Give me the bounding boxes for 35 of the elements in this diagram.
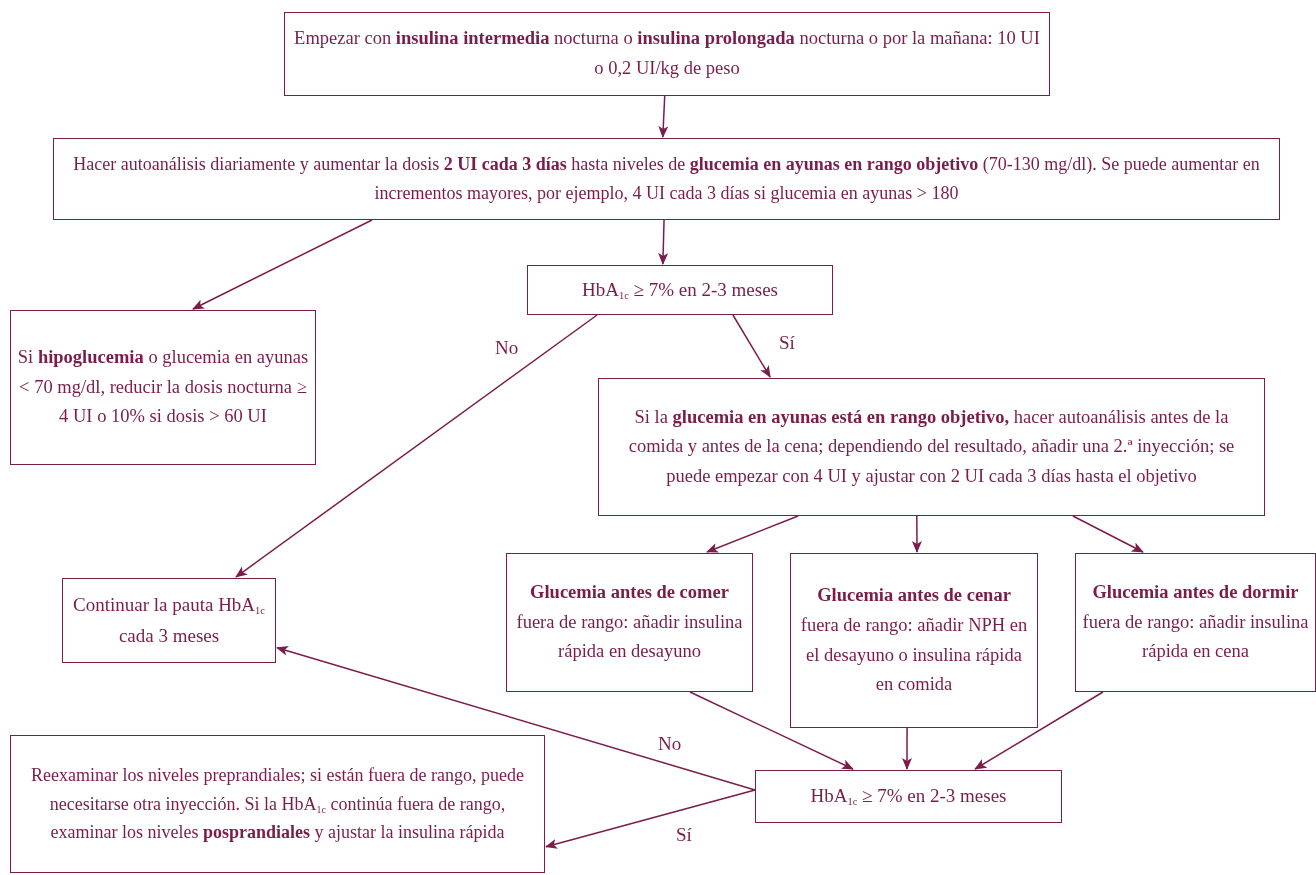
box-text: Hacer autoanálisis diariamente y aumentar la dosis 2 UI cada 3 días hasta niveles de glucemia en ayunas en rango objetivo (70-130 mg/dl). Se puede aumentar en incrementos mayores, por ejemplo, 4 UI cada 3 días si glucemia en ayunas > 180 (72, 153, 1261, 205)
process-box (790, 553, 1038, 728)
box-text: Reexaminar los niveles preprandiales; si están fuera de rango, puede necesitarse otra inyección. Si la HbA$_{1c}$ continúa fuera de rango, examinar los niveles posprandiales y ajustar la insulina rápida (30, 763, 525, 845)
arrow (911, 515, 922, 553)
process-box (506, 553, 753, 692)
box-text: HbA$_{1c}$ ≥ 7% en 2-3 meses (810, 784, 1007, 810)
box-text: Glucemia antes de comer fuera de rango: añadir insulina rápida en desayuno (515, 581, 744, 664)
arrow (974, 691, 1104, 770)
box-text: Empezar con insulina intermedia nocturna o insulina prolongada nocturna o por la mañana: 10 UI o 0,2 UI/kg de peso (293, 27, 1041, 80)
arrow (235, 314, 598, 578)
arrow (545, 789, 756, 849)
process-box (598, 378, 1265, 516)
process-box (10, 735, 545, 873)
arrow (689, 691, 854, 770)
arrow (658, 219, 669, 265)
arrow (276, 646, 756, 791)
box-text: Si hipoglucemia o glucemia en ayunas < 70 mg/dl, reducir la dosis nocturna ≥ 4 UI o 10% si dosis > 60 UI (17, 346, 309, 429)
process-box (53, 138, 1280, 220)
process-box (10, 310, 316, 465)
box-text: Glucemia antes de cenar fuera de rango: añadir NPH en el desayuno o insulina rápida en comida (799, 584, 1029, 697)
arrow (1072, 515, 1144, 553)
arrow (902, 727, 912, 770)
process-box (527, 265, 833, 315)
arrow (706, 515, 799, 553)
box-text: Si la glucemia en ayunas está en rango objetivo, hacer autoanálisis antes de la comida y antes de la cena; dependiendo del resultado, añadir una 2.ª inyección; se puede empezar con 4 UI y ajustar con 2 UI cada 3 días hasta el objetivo (627, 405, 1236, 488)
box-text: HbA$_{1c}$ ≥ 7% en 2-3 meses (582, 277, 778, 303)
arrow (732, 314, 771, 378)
process-box (755, 770, 1062, 823)
arrow (192, 219, 373, 310)
box-text: Continuar la pauta HbA$_{1c}$ cada 3 meses (72, 593, 266, 648)
process-box (284, 12, 1050, 96)
arrow (658, 95, 669, 138)
process-box (62, 578, 276, 663)
box-text: Glucemia antes de dormir fuera de rango: añadir insulina rápida en cena (1082, 581, 1309, 664)
process-box (1075, 553, 1316, 692)
